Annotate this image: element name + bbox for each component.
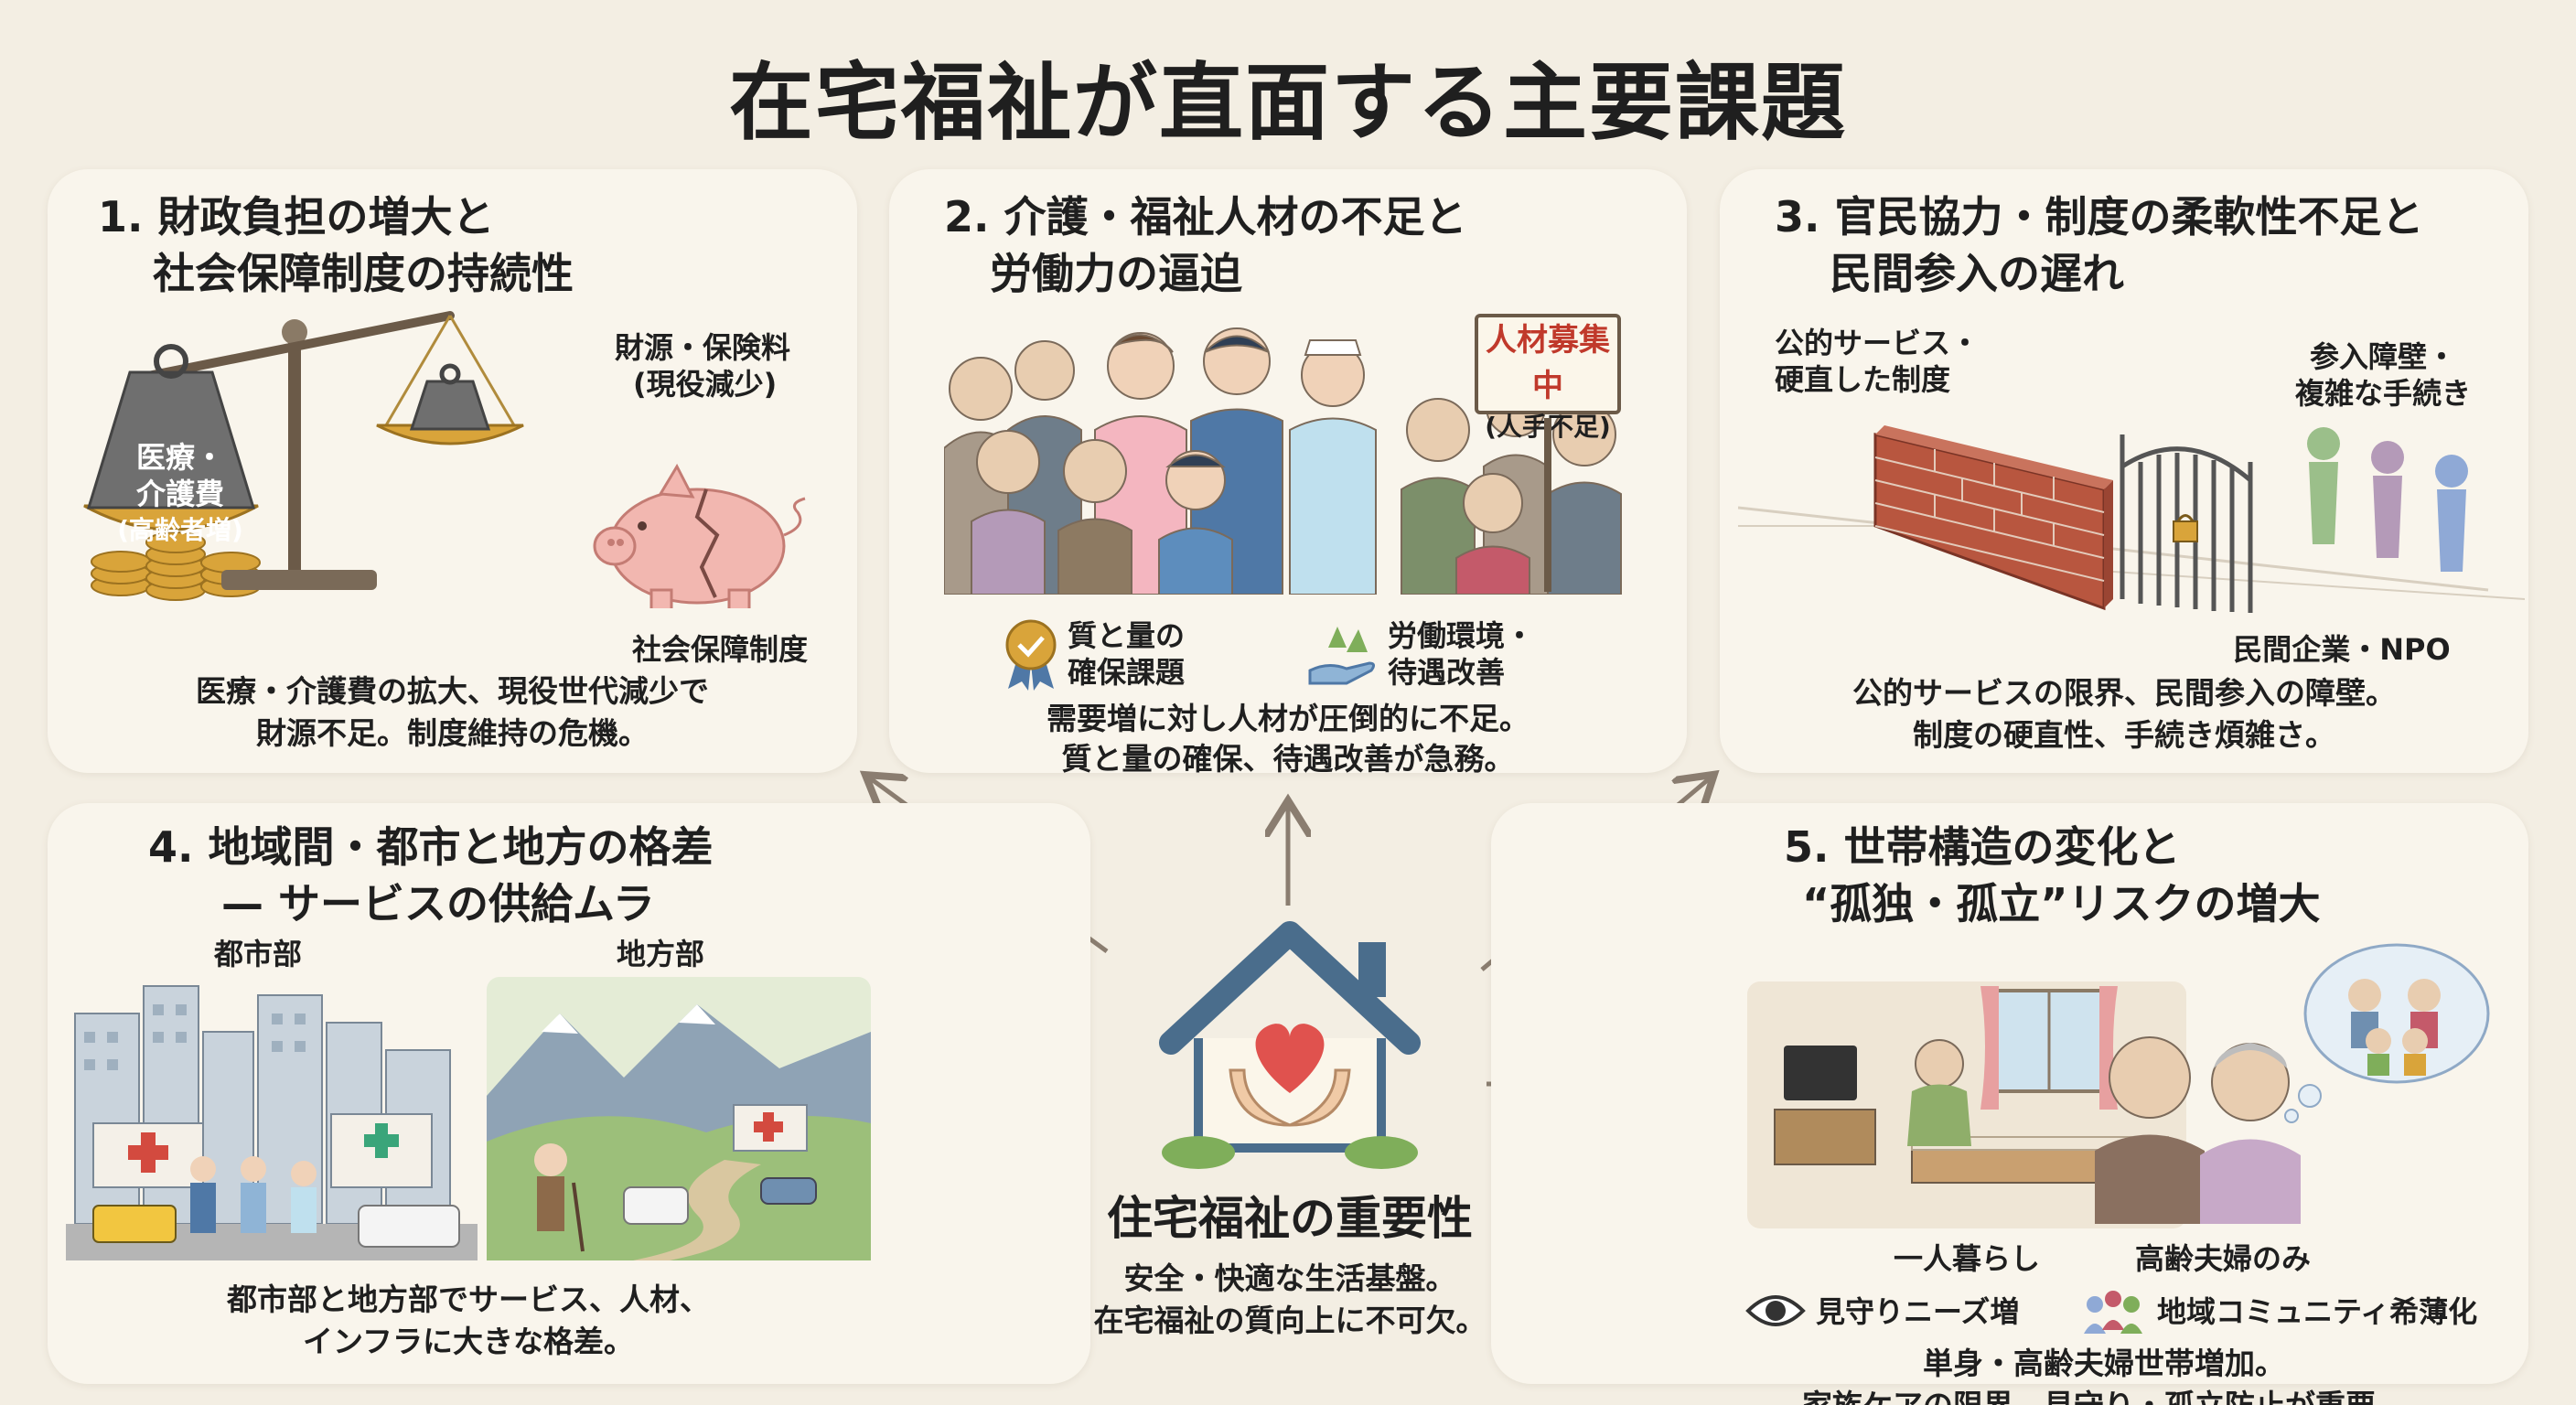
family-thought-bubble-icon	[2284, 943, 2490, 1123]
panel-household-change: 5. 世帯構造の変化と “孤独・孤立”リスクの増大 一人暮らし 高齢夫婦のみ	[1491, 803, 2528, 1405]
page-title: 在宅福祉が直面する主要課題	[728, 54, 1847, 152]
panel-labor-shortage: 2. 介護・福祉人材の不足と 労働力の逼迫 人	[889, 169, 1687, 777]
center-desc-line1: 安全・快適な生活基盤。	[1123, 1260, 1456, 1296]
monitoring-needs-label: 見守りニーズ増	[1816, 1294, 2020, 1329]
panel-3-desc-line2: 制度の硬直性、手続き煩雑さ。	[1913, 717, 2335, 753]
house-heart-hands-icon	[1159, 921, 1421, 1169]
public-label-line2: 硬直した制度	[1775, 362, 1951, 397]
panel-3-desc-line1: 公的サービスの限界、民間参入の障壁。	[1852, 675, 2396, 711]
broken-piggy-bank-icon	[593, 463, 806, 608]
panel-4-title-line2: — サービスの供給ムラ	[221, 879, 655, 928]
eye-icon	[1745, 1295, 1806, 1326]
rural-label: 地方部	[616, 937, 704, 971]
elderly-couple-label: 高齢夫婦のみ	[2134, 1241, 2311, 1276]
panel-3-title-line1: 3. 官民協力・制度の柔軟性不足と	[1775, 192, 2424, 241]
waiting-people-icon	[2307, 427, 2468, 572]
panel-2-desc-line2: 質と量の確保、待遇改善が急務。	[1061, 741, 1515, 777]
elderly-couple-illustration	[2095, 1036, 2301, 1224]
barrier-label-line2: 複雑な手続き	[2294, 376, 2471, 411]
social-security-label: 社会保障制度	[631, 632, 808, 667]
medical-cost-label-line1: 医療・	[135, 440, 224, 475]
private-label: 民間企業・NPO	[2233, 632, 2451, 667]
living-alone-illustration	[1747, 981, 2186, 1228]
sign-post	[1544, 418, 1551, 592]
panel-1-title-line2: 社会保障制度の持続性	[153, 249, 574, 298]
brick-wall-gate-illustration	[1738, 425, 2525, 613]
hand-growth-icon	[1308, 627, 1376, 685]
panel-1-desc-line1: 医療・介護費の拡大、現役世代減少で	[196, 673, 709, 709]
community-dilution-label: 地域コミュニティ希薄化	[2157, 1294, 2478, 1329]
public-label-line1: 公的サービス・	[1775, 326, 1980, 360]
panel-5-desc-line2: 家族ケアの限界、見守り・孤立防止が重要。	[1701, 1385, 2506, 1405]
quality-label-line1: 質と量の	[1068, 618, 1186, 653]
fund-label-line1: 財源・保険料	[615, 330, 791, 365]
panel-regional-gap: 4. 地域間・都市と地方の格差 — サービスの供給ムラ 都市部 地方部	[48, 803, 1090, 1384]
panel-public-private: 3. 官民協力・制度の柔軟性不足と 民間参入の遅れ	[1720, 169, 2528, 773]
work-env-label-line2: 待遇改善	[1388, 655, 1506, 690]
panel-2-title-line2: 労働力の逼迫	[990, 249, 1242, 298]
panel-financial-burden: 1. 財政負担の増大と 社会保障制度の持続性	[48, 169, 857, 773]
urban-label: 都市部	[213, 937, 302, 971]
panel-2-title-line1: 2. 介護・福祉人材の不足と	[944, 192, 1467, 241]
living-alone-label: 一人暮らし	[1893, 1241, 2040, 1276]
panel-5-title-line2: “孤独・孤立”リスクの増大	[1802, 879, 2321, 928]
barrier-label-line1: 参入障壁・	[2309, 339, 2456, 374]
urban-city-illustration	[66, 985, 478, 1260]
medical-cost-label-line2: 介護費	[135, 477, 224, 511]
crowded-caregivers-illustration	[944, 327, 1622, 595]
medical-cost-label-line3: (高齢者増)	[117, 515, 243, 545]
balance-scale-illustration	[83, 311, 806, 608]
community-icon	[2084, 1291, 2142, 1334]
panel-3-title-line2: 民間参入の遅れ	[1830, 249, 2124, 298]
panel-5-title-line1: 5. 世帯構造の変化と	[1784, 822, 2181, 872]
panel-1-title-line1: 1. 財政負担の増大と	[98, 192, 495, 241]
light-weight-icon	[409, 380, 491, 431]
recruiting-sign-line1: 人材募集中	[1486, 322, 1610, 404]
panel-4-desc-line2: インフラに大きな格差。	[302, 1324, 634, 1359]
quality-label-line2: 確保課題	[1068, 655, 1186, 690]
center-desc-line2: 在宅福祉の質向上に不可欠。	[1093, 1303, 1487, 1338]
panel-5-desc-line1: 単身・高齢夫婦世帯増加。	[1923, 1346, 2285, 1381]
center-title: 住宅福祉の重要性	[1107, 1192, 1473, 1245]
panel-2-desc-line1: 需要増に対し人材が圧倒的に不足。	[1046, 701, 1530, 736]
recruiting-sign: 人材募集中 (人手不足)	[1475, 314, 1621, 442]
fund-label-line2: (現役減少)	[633, 367, 778, 402]
work-env-label-line1: 労働環境・	[1388, 618, 1535, 653]
rural-landscape-illustration	[487, 977, 871, 1260]
panel-4-title-line1: 4. 地域間・都市と地方の格差	[148, 822, 714, 872]
panel-4-desc-line1: 都市部と地方部でサービス、人材、	[227, 1282, 710, 1317]
panel-1-desc-line2: 財源不足。制度維持の危機。	[256, 715, 649, 751]
heavy-weight-icon	[86, 370, 256, 509]
quality-medal-icon	[1005, 619, 1057, 691]
